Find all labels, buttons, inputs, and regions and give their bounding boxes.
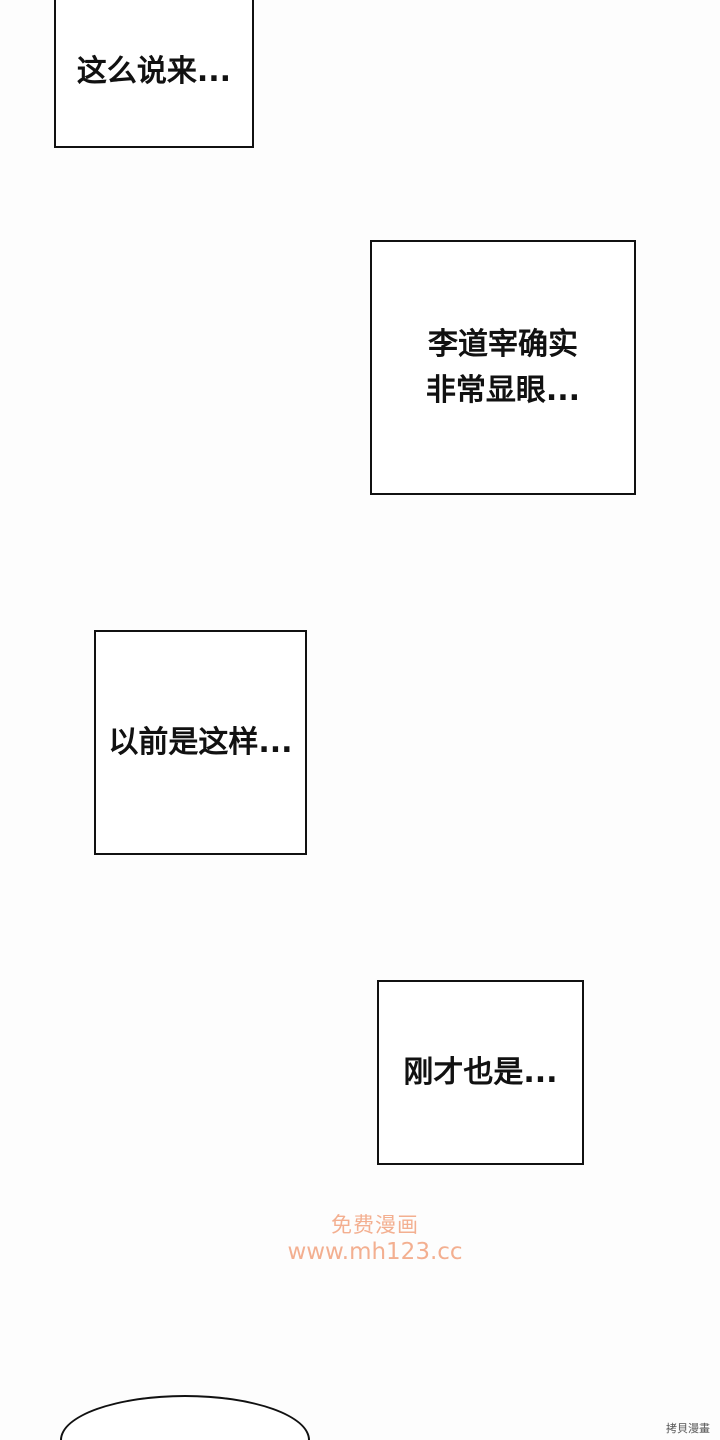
caption-box-1: 这么说来... bbox=[54, 0, 254, 148]
speech-bubble-partial bbox=[60, 1395, 310, 1440]
caption-text-2: 李道宰确实 非常显眼... bbox=[425, 326, 581, 408]
watermark: 免费漫画 www.mh123.cc bbox=[250, 1212, 500, 1266]
corner-watermark: 拷貝漫畫 bbox=[666, 1422, 710, 1435]
caption-text-3: 以前是这样... bbox=[108, 724, 293, 760]
caption-text-4: 刚才也是... bbox=[403, 1054, 558, 1090]
caption-box-2: 李道宰确实 非常显眼... bbox=[370, 240, 636, 495]
caption-box-3: 以前是这样... bbox=[94, 630, 307, 855]
caption-box-4: 刚才也是... bbox=[377, 980, 584, 1165]
watermark-title: 免费漫画 bbox=[331, 1213, 419, 1237]
caption-text-1: 这么说来... bbox=[76, 54, 232, 89]
watermark-url: www.mh123.cc bbox=[287, 1239, 463, 1265]
